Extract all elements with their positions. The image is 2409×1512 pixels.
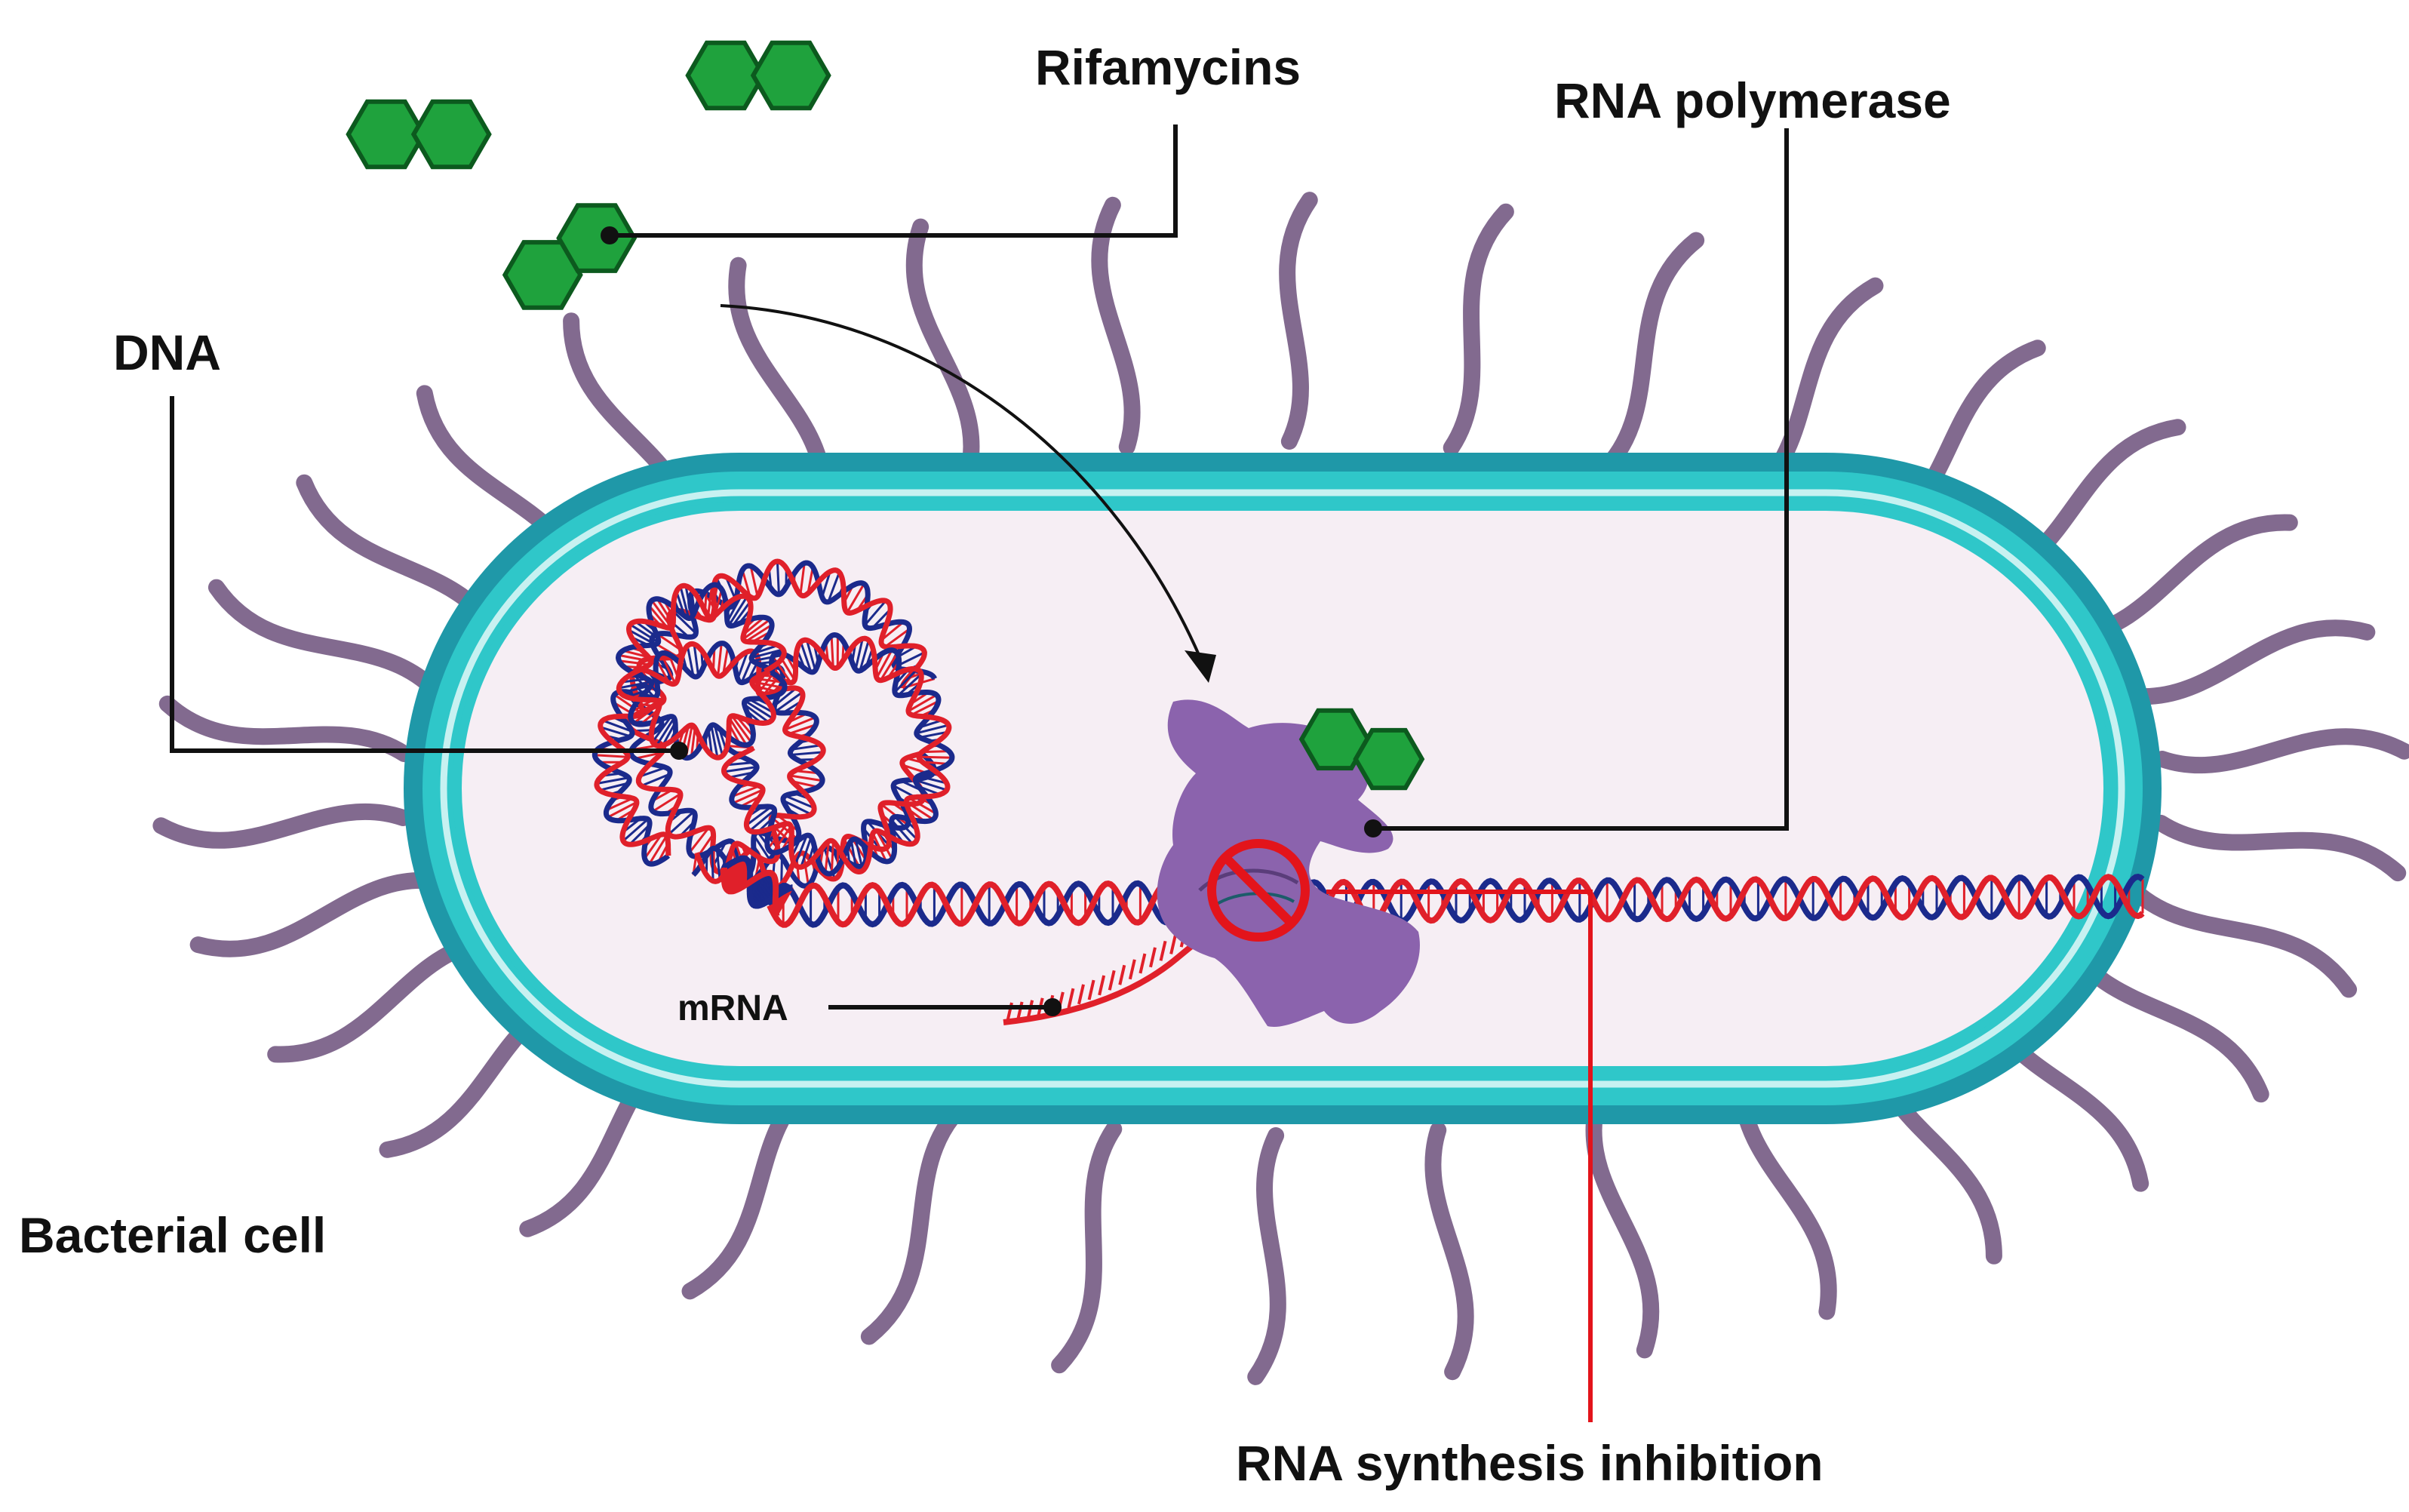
rna-polymerase-label: RNA polymerase xyxy=(1554,72,1951,128)
arrowhead-icon xyxy=(1185,650,1216,683)
bacterial-cell-label: Bacterial cell xyxy=(19,1207,326,1263)
prohibition-icon xyxy=(1207,839,1310,942)
leader-lines xyxy=(170,124,1789,1422)
hexagon-pair-icon xyxy=(685,40,767,111)
mrna-label: mRNA xyxy=(678,988,788,1028)
hexagon-pair-icon xyxy=(1298,708,1371,771)
rifamycin-molecules xyxy=(346,40,1425,791)
rifamycins-label: Rifamycins xyxy=(1035,39,1301,95)
entry-arrow xyxy=(720,304,1216,683)
dna-label: DNA xyxy=(113,324,221,380)
rna-synthesis-inhibition-label: RNA synthesis inhibition xyxy=(1236,1435,1824,1491)
hexagon-pair-icon xyxy=(346,99,427,170)
dna-nucleoid xyxy=(591,558,955,890)
